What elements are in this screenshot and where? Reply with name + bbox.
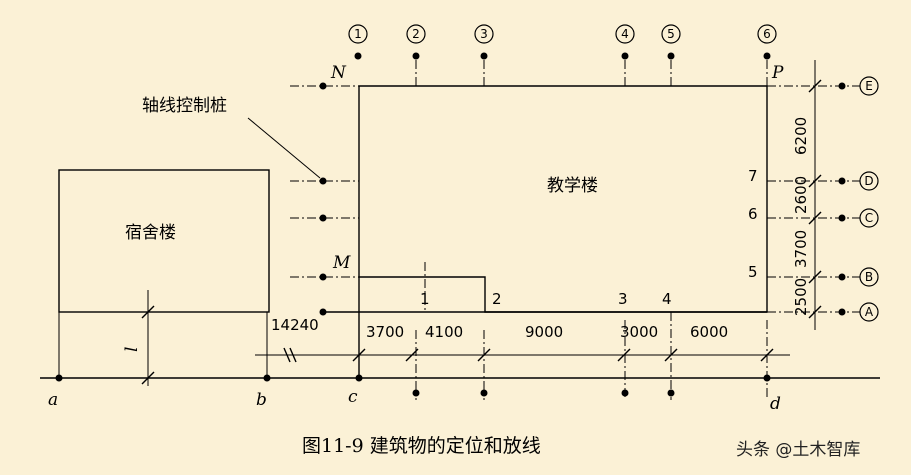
right-point-5: 5 <box>748 263 758 281</box>
bottom-dim-6000: 6000 <box>690 323 728 341</box>
dim-14240: 14240 <box>271 316 319 334</box>
right-dim-ticks <box>808 79 822 319</box>
bottom-dim-4100: 4100 <box>425 323 463 341</box>
point-P: P <box>771 63 784 83</box>
point-N: N <box>330 63 347 83</box>
baseline-point-4: 4 <box>662 290 672 308</box>
right-dim-2500: 2500 <box>792 278 810 316</box>
bottom-dim-3700: 3700 <box>366 323 404 341</box>
svg-text:4: 4 <box>621 27 629 41</box>
svg-text:3: 3 <box>480 27 488 41</box>
right-dim-3700: 3700 <box>792 230 810 268</box>
svg-text:6: 6 <box>763 27 771 41</box>
right-dim-6200: 6200 <box>792 117 810 155</box>
bottom-dim-3000: 3000 <box>620 323 658 341</box>
dim-l-tick-bottom <box>141 371 155 385</box>
bottom-dim-9000: 9000 <box>525 323 563 341</box>
dormitory-label: 宿舍楼 <box>125 223 176 243</box>
point-M: M <box>332 253 351 273</box>
baseline-point-3: 3 <box>618 290 628 308</box>
point-a: a <box>48 390 58 410</box>
svg-text:B: B <box>865 270 873 284</box>
column-axis-lines <box>415 60 768 400</box>
break-mark-1 <box>283 347 291 363</box>
figure-caption: 图11-9 建筑物的定位和放线 <box>302 435 541 457</box>
teaching-building-outline <box>358 85 768 313</box>
svg-text:A: A <box>865 305 874 319</box>
baseline-point-2: 2 <box>492 290 502 308</box>
point-b: b <box>256 390 267 410</box>
dormitory-outline <box>58 169 270 313</box>
axis-stake-leader <box>247 117 321 179</box>
watermark: 头条 @土木智库 <box>736 440 860 460</box>
point-c: c <box>348 387 358 407</box>
svg-text:5: 5 <box>667 27 675 41</box>
teaching-building-label: 教学楼 <box>547 176 598 196</box>
dim-l-tick-top <box>141 305 155 319</box>
svg-text:C: C <box>865 211 873 225</box>
baseline-point-1: 1 <box>420 290 430 308</box>
svg-text:D: D <box>864 174 873 188</box>
svg-text:2: 2 <box>412 27 420 41</box>
svg-text:1: 1 <box>354 27 362 41</box>
row-axis-lines <box>290 85 860 313</box>
right-point-6: 6 <box>748 205 758 223</box>
right-point-7: 7 <box>748 167 758 185</box>
point-d: d <box>770 394 781 414</box>
break-mark-2 <box>289 347 297 363</box>
row-axis-bubbles: E D C B A <box>859 76 879 322</box>
column-axis-bubbles: 1 2 3 4 5 6 <box>348 24 777 44</box>
svg-text:E: E <box>865 79 873 93</box>
axis-stake-label: 轴线控制桩 <box>142 96 227 116</box>
right-dim-2600: 2600 <box>792 176 810 214</box>
dim-l-label: l <box>122 347 142 352</box>
control-stakes <box>55 52 846 397</box>
